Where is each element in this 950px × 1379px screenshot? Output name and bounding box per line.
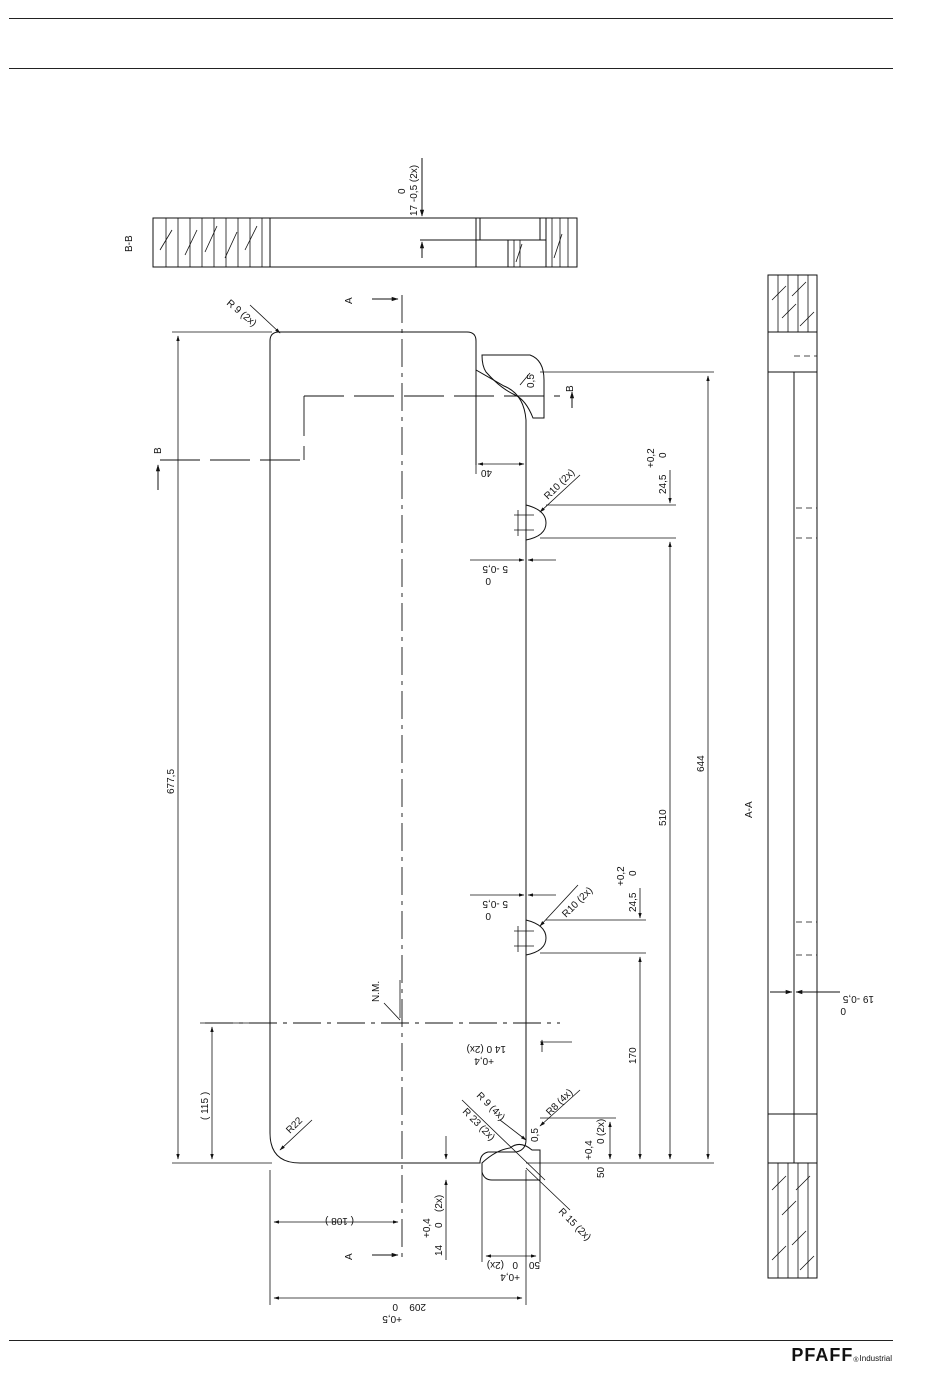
dim-5-lower-zero: 0 — [485, 910, 491, 921]
logo-brand: PFAFF — [791, 1346, 853, 1364]
dim-40: 40 — [480, 467, 492, 478]
label-section-bb: B-B — [124, 235, 135, 252]
dim-24-5-upper: 24,5 — [658, 474, 669, 494]
section-bb-view — [153, 158, 577, 267]
dim-half-mm: 0,5 — [526, 374, 537, 388]
radius-r10-lower: R10 (2x) — [560, 885, 595, 920]
radius-r10-upper: R10 (2x) — [542, 467, 577, 502]
dim-50-bottom-zero: 0 — [512, 1259, 518, 1270]
dim-14-left-zero: 0 — [434, 1222, 445, 1228]
dim-14-left-2x: (2x) — [434, 1195, 445, 1212]
label-cut-a-bottom: A — [344, 1253, 355, 1260]
dim-19: 19 -0,5 — [842, 993, 874, 1004]
dim-24-5-lower: 24,5 — [628, 892, 639, 912]
dim-108: ( 108 ) — [325, 1215, 354, 1226]
dim-170: 170 — [628, 1047, 639, 1064]
dim-5-upper-zero: 0 — [485, 575, 491, 586]
drawing-labels: B-B A-A A A B B N.M. 17 -0,5 (2x) 0 R 9 … — [124, 165, 874, 1324]
dim-14-right-tol: +0,4 — [474, 1055, 494, 1066]
radius-r8-4x: R8 (4x) — [544, 1087, 575, 1118]
dim-209-tol: +0,5 — [382, 1313, 402, 1324]
tol-upper-plus: +0,2 — [646, 448, 657, 468]
label-cut-b-right: B — [565, 385, 576, 392]
pfaff-logo: PFAFF ® Industrial — [791, 1346, 892, 1364]
dim-5-lower: 5 -0,5 — [482, 898, 508, 909]
dim-14-left-tol: +0,4 — [422, 1218, 433, 1238]
dim-677-5: 677,5 — [166, 769, 177, 794]
dim-50-bottom-2x: (2x) — [487, 1259, 504, 1270]
label-nm: N.M. — [371, 981, 382, 1002]
dimension-lines — [172, 305, 714, 1305]
label-section-aa: A-A — [744, 801, 755, 818]
dim-644: 644 — [696, 755, 707, 772]
dim-19-zero: 0 — [840, 1005, 846, 1016]
dim-50-bottom-tol: +0,4 — [500, 1271, 520, 1282]
dim-14-right: 14 0 (2x) — [467, 1043, 506, 1054]
radius-r9-2x-top: R 9 (2x) — [224, 298, 258, 329]
dim-115: ( 115 ) — [200, 1092, 211, 1120]
section-b-line — [160, 396, 560, 460]
label-cut-b-left: B — [153, 447, 164, 454]
dim-50-right-tol: +0,4 — [584, 1140, 595, 1160]
dim-14-left: 14 — [434, 1244, 445, 1256]
logo-registered: ® — [853, 1357, 858, 1364]
tol-upper-zero: 0 — [658, 452, 669, 458]
label-cut-a-top: A — [344, 297, 355, 304]
section-aa-view — [768, 275, 840, 1278]
dim-top-tolerance: 17 -0,5 (2x) — [409, 165, 420, 216]
tol-lower-plus: +0,2 — [616, 866, 627, 886]
radius-r15-2x: R 15 (2x) — [556, 1206, 593, 1243]
logo-subtitle: Industrial — [860, 1354, 892, 1364]
dim-209-zero: 0 — [392, 1301, 398, 1312]
dim-half-mm-low: 0,5 — [530, 1128, 541, 1142]
dim-50-right-zero: 0 — [596, 1138, 607, 1144]
radius-r22: R22 — [284, 1115, 305, 1136]
dim-50-bottom: 50 — [528, 1259, 540, 1270]
dim-50-right: 50 — [596, 1166, 607, 1178]
dim-510: 510 — [658, 809, 669, 826]
dim-209: 209 — [409, 1301, 426, 1312]
dim-50-right-2x: (2x) — [596, 1119, 607, 1136]
dim-5-upper: 5 -0,5 — [482, 563, 508, 574]
tol-lower-zero: 0 — [628, 870, 639, 876]
dim-top-tolerance-zero: 0 — [397, 188, 408, 194]
